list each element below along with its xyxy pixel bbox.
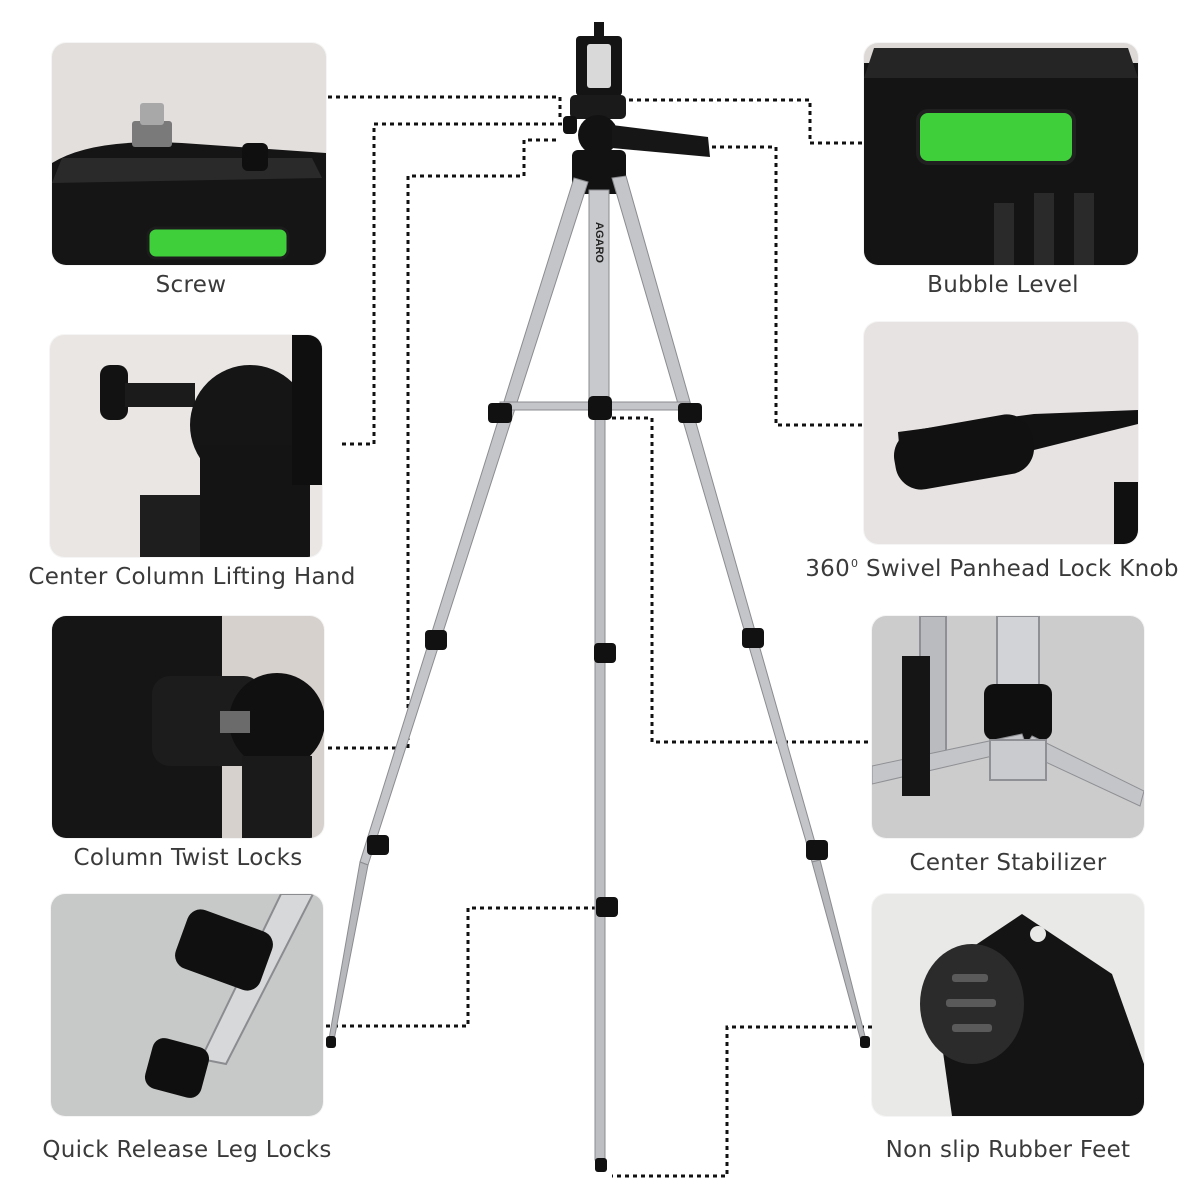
- feature-photo-center-stabilizer: [872, 616, 1144, 838]
- feature-photo-lifting-hand: [50, 335, 322, 557]
- feature-photo-panhead-knob: [864, 322, 1138, 544]
- connector-stabilizer: [612, 416, 868, 744]
- connector-panhead: [705, 145, 862, 427]
- caption-bubble-level: Bubble Level: [927, 272, 1079, 298]
- feature-photo-twist-locks: [52, 616, 324, 838]
- feature-photo-bubble-level: [864, 43, 1138, 265]
- connector-twist-locks: [328, 138, 560, 750]
- leg-locks: [326, 628, 870, 1172]
- connector-leg-locks: [326, 906, 605, 1028]
- caption-lifting-hand: Center Column Lifting Hand: [28, 564, 356, 590]
- rubber-foot-icon: [872, 894, 1144, 1116]
- caption-twist-locks: Column Twist Locks: [73, 845, 303, 871]
- caption-panhead-text: Swivel Panhead Lock Knob: [865, 556, 1179, 582]
- lifting-crank-icon: [50, 335, 322, 557]
- connector-rubber-feet: [612, 1025, 872, 1178]
- mounting-screw-icon: [52, 43, 326, 265]
- bubble-level-icon: [864, 43, 1138, 265]
- caption-leg-locks: Quick Release Leg Locks: [42, 1137, 332, 1163]
- feature-photo-screw: [52, 43, 326, 265]
- caption-panhead-knob: 3600 Swivel Panhead Lock Knob: [798, 556, 1186, 582]
- connector-bubble: [610, 98, 862, 145]
- leg-lock-icon: [51, 894, 323, 1116]
- phone-holder: [576, 22, 622, 96]
- caption-screw: Screw: [155, 272, 227, 298]
- caption-center-stabilizer: Center Stabilizer: [909, 850, 1107, 876]
- caption-rubber-feet: Non slip Rubber Feet: [885, 1137, 1131, 1163]
- connector-screw: [328, 95, 562, 118]
- center-brace: [488, 396, 702, 423]
- caption-panhead-degrees: 360: [805, 556, 851, 582]
- stabilizer-brace-icon: [872, 616, 1144, 838]
- pan-handle-icon: [864, 322, 1138, 544]
- feature-photo-rubber-feet: [872, 894, 1144, 1116]
- tripod-legs: AGARO: [328, 175, 867, 1161]
- pan-head: [563, 95, 710, 194]
- connector-lifting-hand: [342, 122, 566, 446]
- feature-photo-leg-locks: [51, 894, 323, 1116]
- twist-lock-icon: [52, 616, 324, 838]
- caption-panhead-degree-mark: 0: [851, 557, 859, 571]
- brand-mark: AGARO: [593, 222, 605, 263]
